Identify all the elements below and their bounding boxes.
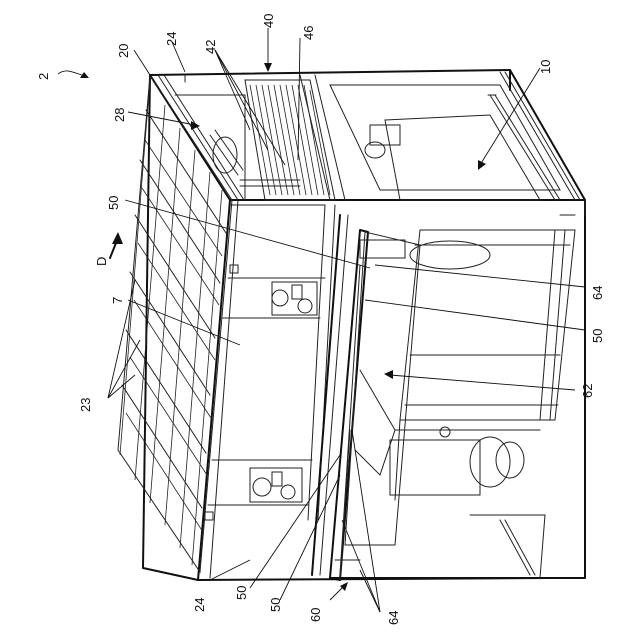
label-2: 2 [36, 73, 51, 80]
label-7: 7 [110, 297, 125, 304]
label-20: 20 [116, 44, 131, 58]
label-24-top: 24 [164, 32, 179, 46]
label-D: D [94, 257, 109, 266]
label-24-bottom: 24 [192, 598, 207, 612]
label-62: 62 [580, 384, 595, 398]
label-10: 10 [538, 60, 553, 74]
label-64-right: 64 [590, 286, 605, 300]
label-28: 28 [112, 108, 127, 122]
label-42: 42 [203, 40, 218, 54]
label-50-top: 50 [106, 196, 121, 210]
label-46: 46 [301, 26, 316, 40]
label-60: 60 [308, 608, 323, 622]
label-50-bottom-b: 50 [268, 598, 283, 612]
label-23: 23 [78, 398, 93, 412]
label-64-bottom: 64 [386, 611, 401, 625]
label-50-bottom-a: 50 [234, 586, 249, 600]
housing-frame [143, 70, 585, 580]
label-50-right: 50 [590, 329, 605, 343]
direction-arrow [110, 232, 123, 258]
label-40: 40 [261, 14, 276, 28]
